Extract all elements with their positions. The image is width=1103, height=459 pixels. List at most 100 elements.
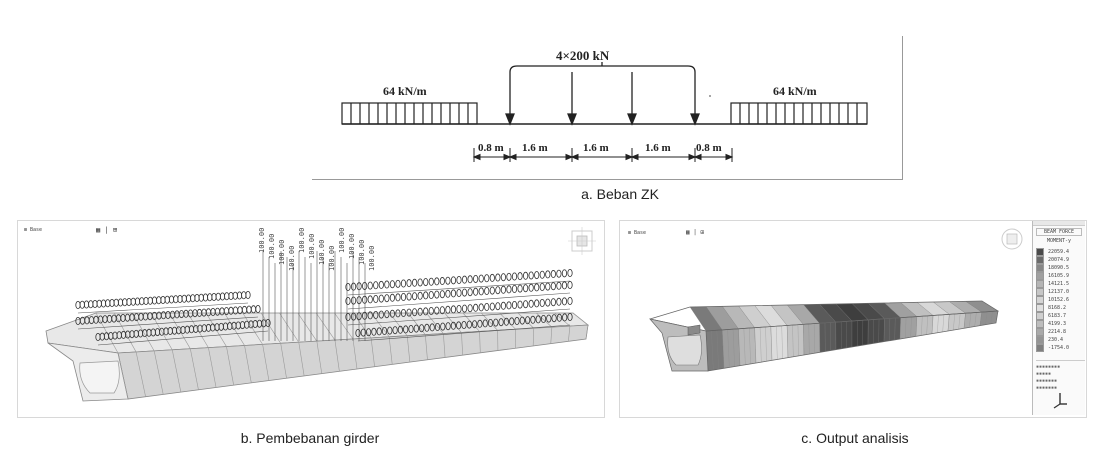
girder-deck-line [517, 312, 534, 329]
contour-mesh-line [797, 324, 799, 356]
girder-deck-line [334, 312, 354, 340]
girder-deck-line [536, 312, 553, 328]
legend-value: 6183.7 [1048, 313, 1067, 319]
wheel-load-marker [356, 296, 362, 305]
wheel-load-marker [493, 318, 499, 327]
load-value-label: 100.00 [268, 233, 276, 259]
girder-segment-line [153, 350, 164, 395]
legend-value: 2214.8 [1048, 329, 1067, 335]
legend-swatch [1036, 288, 1044, 296]
wheel-load-marker [478, 303, 484, 312]
wheel-load-marker [113, 298, 119, 307]
wheel-load-marker [530, 315, 536, 324]
wheel-load-marker [511, 285, 518, 294]
udl-left-label: 64 kN/m [383, 84, 427, 98]
wheel-load-marker [250, 305, 257, 314]
wheel-load-marker [365, 328, 372, 337]
wheel-load-marker [134, 297, 141, 306]
load-value-label: 100.00 [258, 227, 266, 253]
wheel-load-marker [495, 273, 501, 282]
wheel-load-marker [130, 297, 136, 306]
girder-segment-line [298, 342, 305, 376]
wheel-load-marker [484, 287, 490, 296]
girder-deck-line [426, 312, 444, 334]
girder-segment-line [244, 345, 252, 383]
wheel-load-marker [461, 275, 468, 284]
wheel-load-marker [224, 292, 230, 301]
contour-mesh-line [974, 312, 977, 327]
wheel-load-marker [489, 273, 495, 282]
legend-value: 16105.9 [1048, 273, 1070, 279]
girder-segment-line [550, 327, 553, 344]
caption-a: a. Beban ZK [581, 186, 659, 202]
dim-label-1: 1.6 m [522, 142, 548, 154]
legend-value: 22059.4 [1048, 249, 1070, 255]
wheel-load-marker [466, 320, 472, 329]
wheel-load-marker [445, 322, 451, 331]
wheel-load-marker [556, 297, 562, 306]
wheel-load-marker [360, 328, 366, 337]
wheel-load-marker [519, 316, 525, 325]
view-label-b: ⊞ Base [24, 227, 42, 233]
wheel-load-marker [345, 297, 351, 306]
wheel-load-marker [461, 288, 468, 297]
wheel-load-marker [406, 279, 412, 288]
contour-band-side [706, 329, 725, 371]
girder-segment-line [532, 328, 535, 346]
wheel-load-marker [450, 321, 456, 330]
wheel-load-marker [567, 269, 573, 278]
wheel-load-marker [556, 313, 563, 322]
legend-subtitle: MOMENT-y [1046, 238, 1072, 244]
wheel-load-marker [117, 298, 124, 307]
load-value-label: 100.00 [318, 239, 326, 265]
point-loads-label: 4×200 kN [556, 48, 610, 63]
legend-row: 6183.7 [1036, 312, 1085, 320]
contour-mesh-line [727, 329, 730, 368]
wheel-load-marker [387, 326, 393, 335]
wheel-load-marker [356, 312, 362, 321]
girder-segment-line [479, 331, 481, 353]
wheel-load-marker [551, 314, 557, 323]
wheel-load-marker [428, 277, 434, 286]
wheel-load-marker [561, 281, 568, 290]
contour-mesh-line [942, 314, 945, 332]
wheel-load-marker [378, 294, 384, 303]
wheel-load-marker [378, 280, 384, 289]
wheel-load-marker [550, 298, 556, 307]
wheel-load-marker [367, 311, 373, 320]
wheel-load-marker [434, 290, 440, 299]
legend-value: 12137.0 [1048, 289, 1070, 295]
wheel-load-marker [445, 305, 451, 314]
wheel-load-marker [105, 299, 111, 308]
wheel-load-marker [350, 312, 357, 321]
wheel-load-marker [241, 305, 248, 314]
wheel-load-marker [109, 299, 115, 308]
udl-right [730, 102, 868, 125]
legend-row: 10152.6 [1036, 296, 1085, 304]
wheel-load-marker [473, 287, 479, 296]
legend-swatch [1036, 296, 1044, 304]
contour-band-side [915, 315, 934, 337]
wheel-load-marker [489, 286, 495, 295]
udl-right-label: 64 kN/m [773, 84, 817, 98]
wheel-load-marker [429, 323, 435, 332]
wheel-load-marker [556, 269, 562, 278]
wheel-load-marker [173, 295, 179, 304]
wheel-load-marker [450, 289, 457, 298]
toolbar-icons-b: ▦ | ⊞ [96, 226, 118, 234]
girder-deck-line [205, 312, 227, 347]
wheel-load-marker [445, 276, 451, 285]
legend-row: 2214.8 [1036, 328, 1085, 336]
wheel-load-marker [417, 278, 423, 287]
wheel-load-marker [528, 283, 534, 292]
wheel-load-marker [92, 300, 98, 309]
wheel-load-marker [185, 294, 192, 303]
girder-segment-line [135, 351, 146, 397]
girder-load-model [45, 251, 590, 402]
legend-value: -1754.0 [1048, 345, 1070, 351]
legend-row: 230.4 [1036, 336, 1085, 344]
wheel-load-marker [126, 298, 132, 307]
wheel-load-marker [456, 321, 462, 330]
wheel-load-marker [413, 324, 419, 333]
